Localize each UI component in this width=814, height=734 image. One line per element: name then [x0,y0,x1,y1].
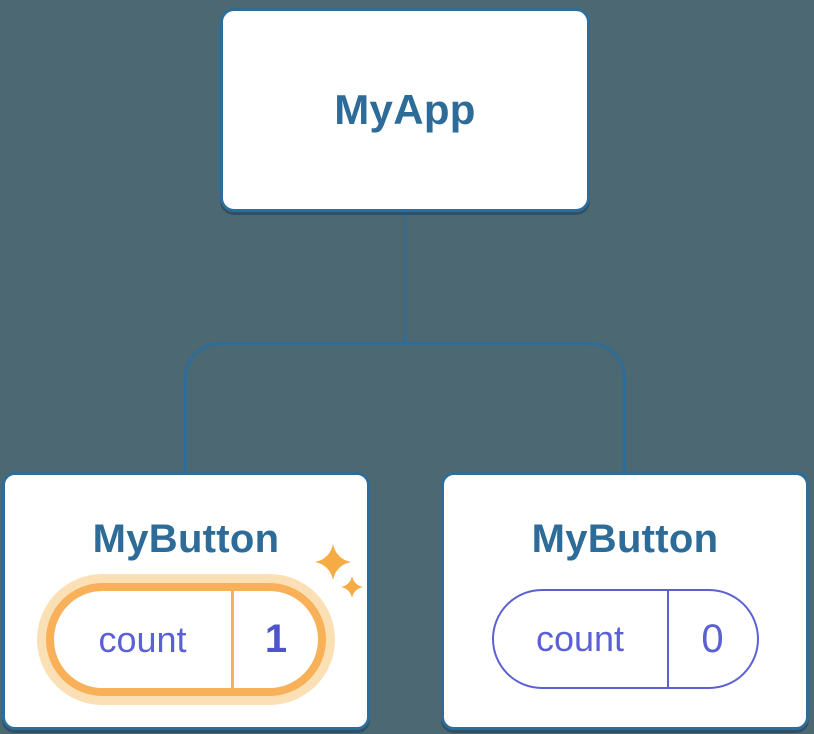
tree-connector-branch [184,342,626,473]
state-pill-plain: count 0 [491,589,759,689]
node-label: MyButton [92,517,280,561]
root-node-label: MyApp [334,86,476,133]
state-pill-divider [231,591,234,688]
component-node-right: MyButton count 0 [441,472,809,730]
sparkle-large-icon [315,544,351,580]
state-value: 0 [701,616,724,661]
state-pill-wrap: count 0 [491,563,759,689]
state-pill-wrap: count 1 [46,544,363,696]
node-label: MyButton [531,517,719,561]
state-pill-divider [666,591,669,687]
state-key-label: count [535,618,625,659]
state-value: 1 [264,617,288,661]
sparkle-small-icon [341,576,363,598]
root-component-node: MyApp [220,8,590,212]
tree-connector-stem [403,211,406,344]
component-node-left: MyButton count 1 [2,472,370,730]
state-key-label: count [98,618,187,660]
state-pill-highlighted: count 1 [46,583,326,696]
